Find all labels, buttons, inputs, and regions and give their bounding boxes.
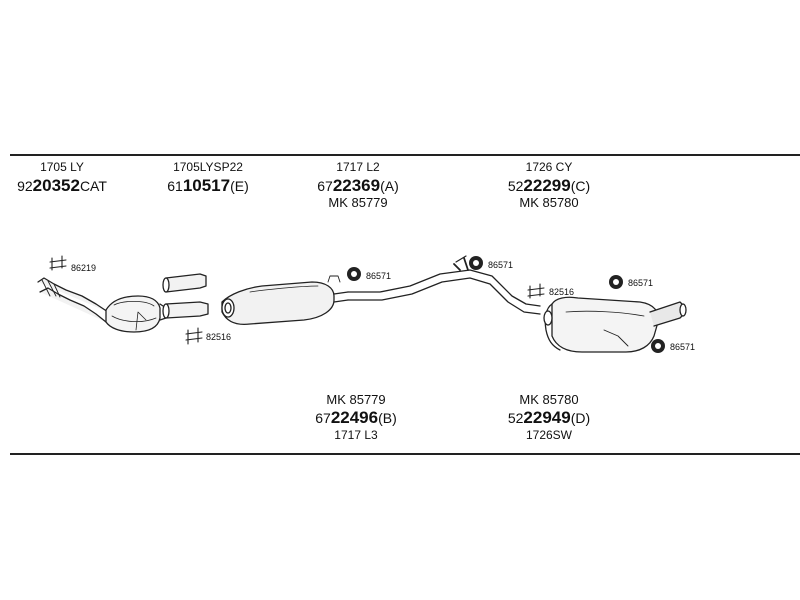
part-number-suffix: (C) <box>570 178 591 194</box>
mounting-kit-5: MK 85779 <box>326 392 386 407</box>
ref-label: 86571 <box>366 271 392 281</box>
front-silencer[interactable] <box>221 275 349 326</box>
mounting-kit-4: MK 85780 <box>519 195 579 210</box>
part-code-2: 1705LYSP22 <box>173 160 243 174</box>
mounting-kit-6: MK 85780 <box>519 392 579 407</box>
part-number-suffix: (A) <box>380 178 399 194</box>
part-number-prefix: 61 <box>167 178 183 194</box>
part-number-1[interactable]: 9220352CAT <box>17 176 107 196</box>
clamp-icon[interactable] <box>185 327 203 345</box>
part-code-6: 1726SW <box>525 428 573 442</box>
part-number-prefix: 67 <box>315 410 331 426</box>
ref-label: 82516 <box>206 332 232 342</box>
part-number-main: 22369 <box>332 176 381 195</box>
part-number-prefix: 52 <box>507 178 524 194</box>
clamp-icon[interactable] <box>49 255 67 271</box>
part-number-suffix: CAT <box>79 178 107 194</box>
part-number-main: 22949 <box>523 408 571 427</box>
part-number-prefix: 52 <box>507 410 524 426</box>
part-number-5[interactable]: 6722496(B) <box>315 408 397 428</box>
divider-top <box>10 154 800 156</box>
intermediate-pipe[interactable] <box>162 273 209 319</box>
part-number-2[interactable]: 6110517(E) <box>167 176 249 196</box>
ref-label: 82516 <box>549 287 575 297</box>
mounting-kit-3: MK 85779 <box>328 195 388 210</box>
part-code-4: 1726 CY <box>525 160 573 174</box>
part-number-main: 22299 <box>523 176 571 195</box>
divider-bottom <box>10 453 800 455</box>
part-number-prefix: 92 <box>17 178 33 194</box>
ref-label: 86571 <box>670 342 696 352</box>
part-number-3[interactable]: 6722369(A) <box>317 176 399 196</box>
part-number-main: 22496 <box>330 408 379 427</box>
part-code-5: 1717 L3 <box>334 428 378 442</box>
ref-label: 86571 <box>628 278 654 288</box>
part-number-6[interactable]: 5222949(D) <box>508 408 590 428</box>
part-number-main: 20352 <box>32 176 80 195</box>
part-number-suffix: (D) <box>570 410 591 426</box>
rubber-mount-icon[interactable] <box>609 275 623 289</box>
ref-label: 86219 <box>71 263 97 273</box>
rear-silencer[interactable] <box>543 296 687 353</box>
middle-pipe[interactable] <box>347 255 541 315</box>
rubber-mount-icon[interactable] <box>469 256 483 270</box>
rubber-mount-icon[interactable] <box>651 339 665 353</box>
part-number-suffix: (B) <box>378 410 397 426</box>
part-number-4[interactable]: 5222299(C) <box>508 176 590 196</box>
part-code-3: 1717 L2 <box>336 160 380 174</box>
part-code-1: 1705 LY <box>40 160 84 174</box>
part-number-main: 10517 <box>182 176 231 195</box>
part-number-prefix: 67 <box>317 178 333 194</box>
rubber-mount-icon[interactable] <box>347 267 361 281</box>
part-number-suffix: (E) <box>230 178 249 194</box>
front-pipe-catalyst[interactable] <box>37 277 167 333</box>
clamp-icon[interactable] <box>527 283 545 299</box>
ref-label: 86571 <box>488 260 514 270</box>
